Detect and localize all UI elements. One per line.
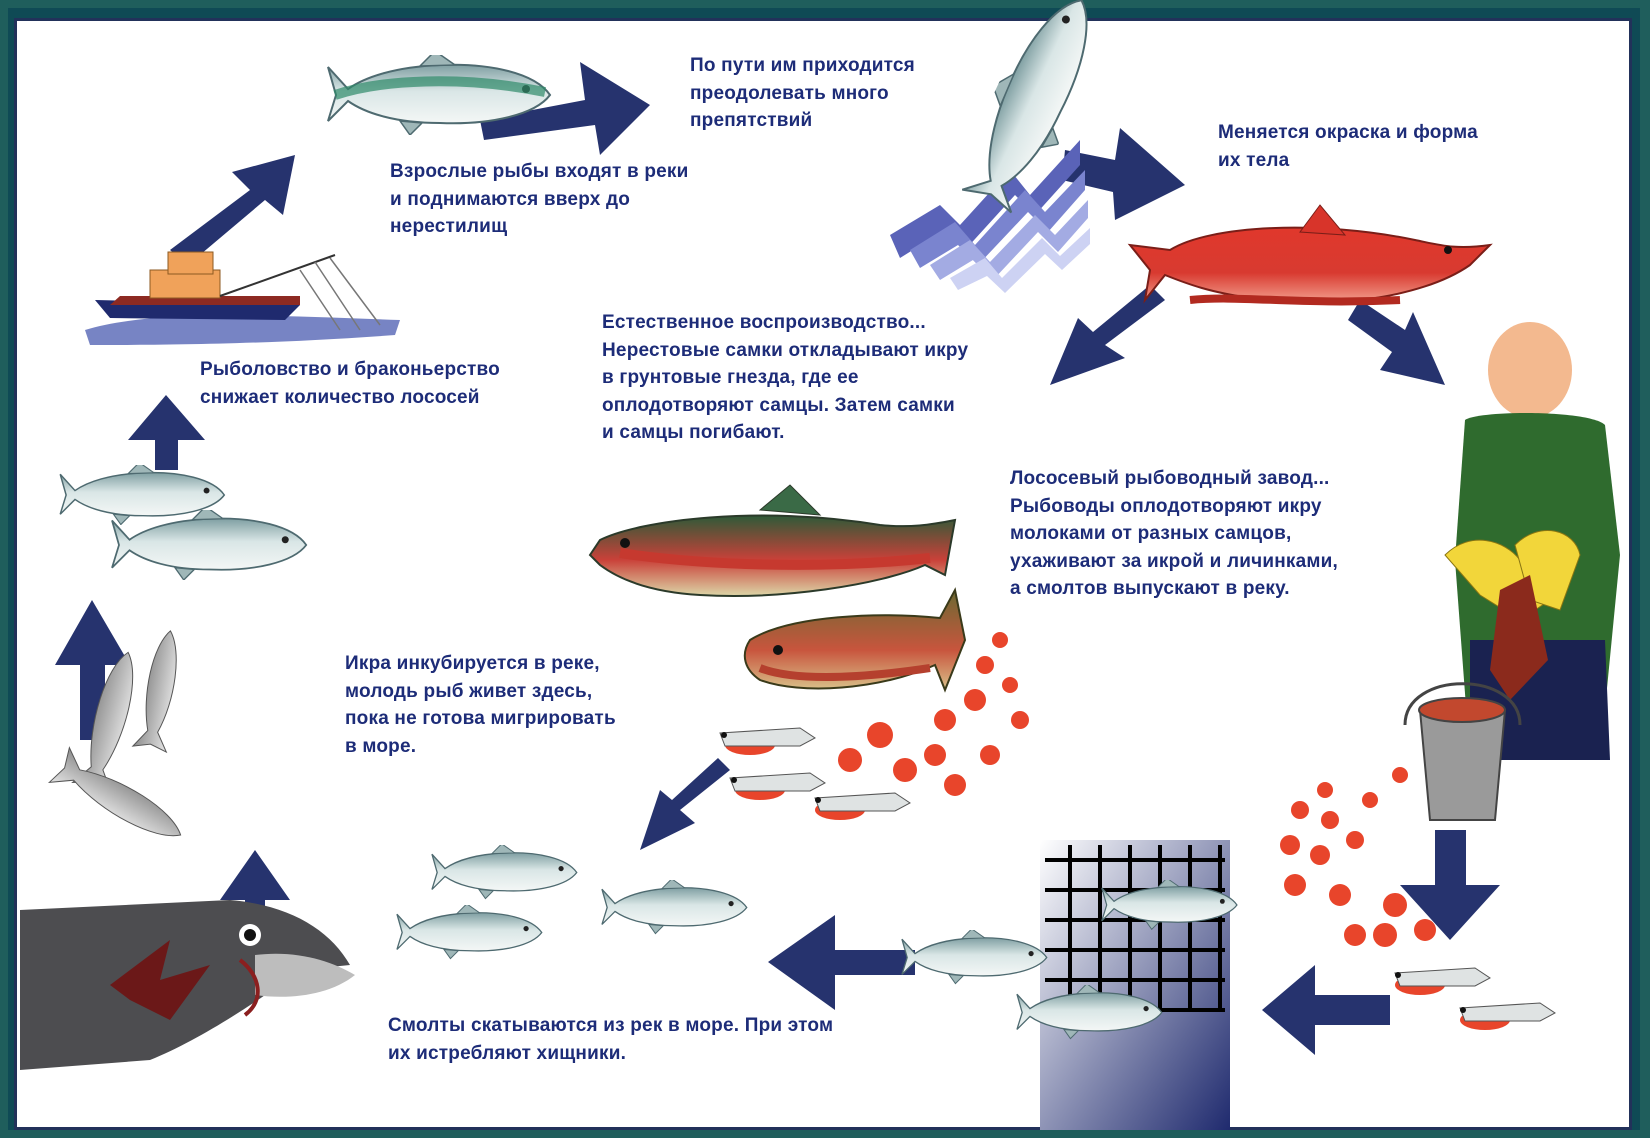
hatchery-worker-icon xyxy=(1445,322,1620,760)
cycle-arrow-icon xyxy=(1062,128,1185,220)
cycle-arrow-icon xyxy=(1348,300,1445,385)
alevin-icon xyxy=(1460,1003,1555,1030)
hatchery-net-icon xyxy=(1040,840,1230,1130)
alevin-icon xyxy=(730,773,825,800)
caption-color-change: Меняется окраска и форма их тела xyxy=(1218,119,1478,174)
smolt-icon xyxy=(432,844,577,899)
waterfall-icon xyxy=(890,0,1118,293)
caption-obstacles: По пути им приходится преодолевать много… xyxy=(690,52,915,135)
cycle-arrow-icon xyxy=(1262,965,1390,1055)
cycle-arrow-icon xyxy=(170,155,295,265)
predator-fish-icon xyxy=(20,900,355,1070)
smolt-icon xyxy=(902,929,1047,984)
smolt-icon xyxy=(397,904,542,959)
gray-fish-icon xyxy=(133,628,187,752)
spawning-salmon-icon xyxy=(1130,205,1490,303)
fishing-boat-icon xyxy=(85,252,400,345)
cycle-arrow-icon xyxy=(128,395,205,470)
caption-upriver: Взрослые рыбы входят в реки и поднимаютс… xyxy=(390,158,689,241)
caption-fishing: Рыболовство и браконьерство снижает коли… xyxy=(200,356,500,411)
alevin-icon xyxy=(815,793,910,820)
cycle-arrow-icon xyxy=(1400,830,1500,940)
smolt-icon xyxy=(602,879,747,934)
alevin-icon xyxy=(1395,968,1490,995)
caption-incubation: Икра инкубируется в реке, молодь рыб жив… xyxy=(345,650,616,760)
cycle-arrow-icon xyxy=(640,758,730,850)
spawning-pair-icon xyxy=(590,485,965,690)
salmon-pair-icon xyxy=(60,462,306,580)
caption-hatchery: Лососевый рыбоводный завод... Рыбоводы о… xyxy=(1010,465,1338,603)
alevin-icon xyxy=(720,728,815,755)
cycle-arrow-icon xyxy=(1050,285,1165,385)
caption-smolts: Смолты скатываются из рек в море. При эт… xyxy=(388,1012,833,1067)
gray-fish-icon xyxy=(49,748,190,853)
caption-natural-spawning: Естественное воспроизводство... Нерестов… xyxy=(602,309,968,447)
cycle-arrow-icon xyxy=(768,915,915,1010)
